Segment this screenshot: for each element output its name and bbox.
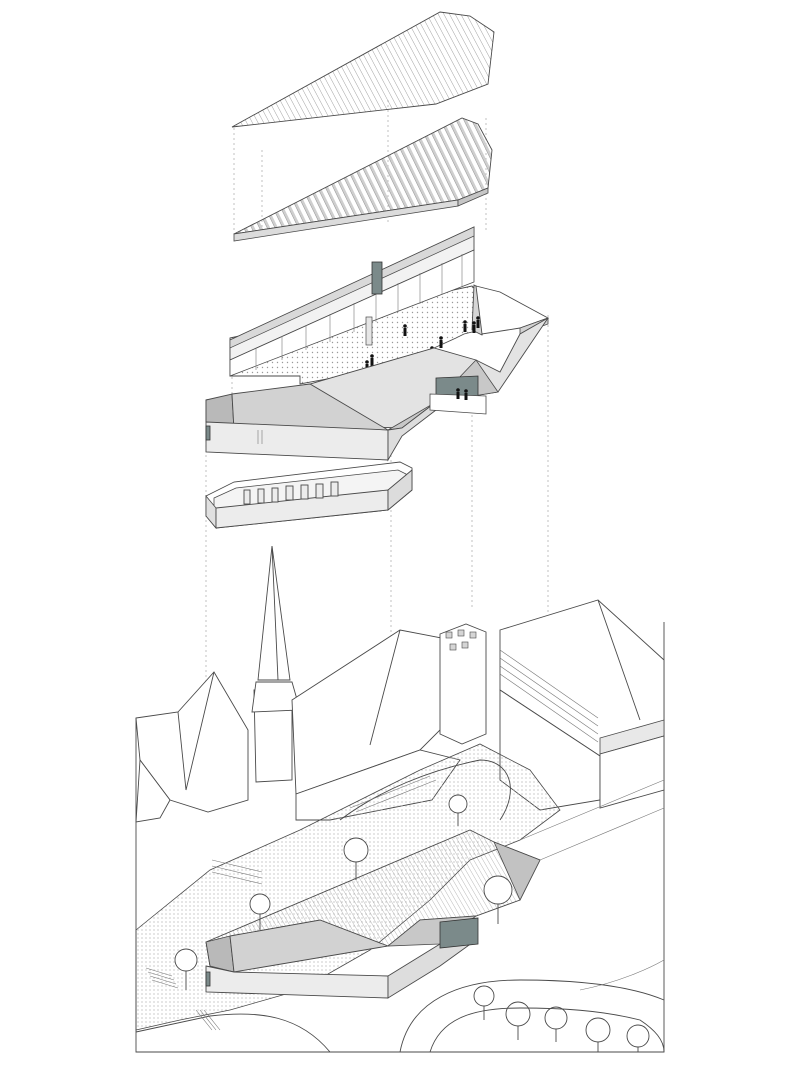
roof-battens-layer xyxy=(233,117,493,242)
upper-plaza-layer xyxy=(229,226,550,385)
building-volume-layer xyxy=(205,317,549,462)
pillar xyxy=(365,316,373,346)
tower-block xyxy=(439,623,487,745)
glass-door xyxy=(371,261,383,295)
glass-panel-dividers xyxy=(255,254,463,370)
roof-cladding-layer xyxy=(231,11,495,128)
right-building xyxy=(499,599,665,811)
streets xyxy=(135,779,665,1053)
church xyxy=(135,545,471,823)
lower-gallery-layer xyxy=(205,461,413,530)
museum-in-site xyxy=(205,829,541,999)
church-spire xyxy=(257,545,291,681)
site-context-layer xyxy=(135,545,665,1053)
stairs xyxy=(145,859,263,1031)
gallery-openings xyxy=(243,481,339,505)
